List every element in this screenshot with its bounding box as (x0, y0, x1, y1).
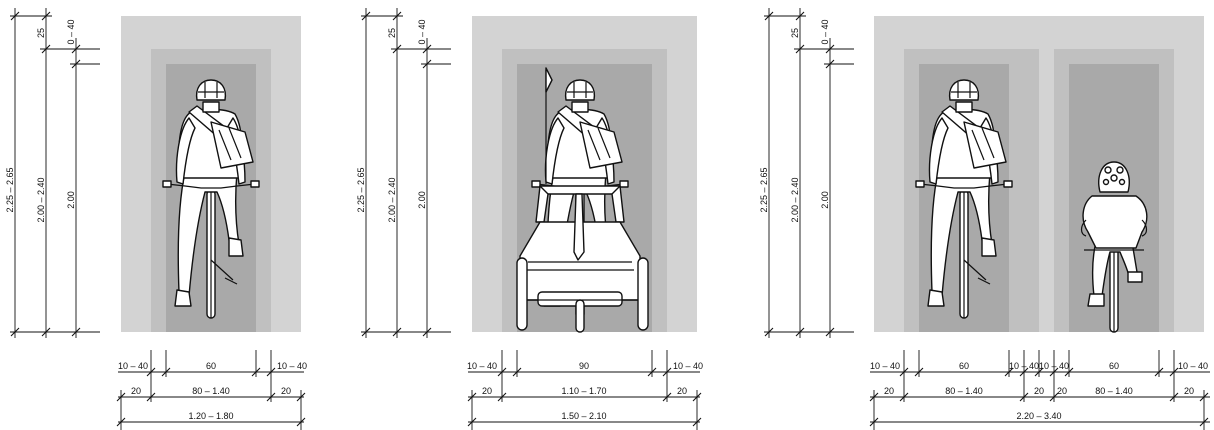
width-label: 10 – 40 (277, 361, 307, 371)
height-min-label: 2.00 (417, 191, 427, 209)
width-label: 10 – 40 (467, 361, 497, 371)
height-margin-label: 25 (387, 28, 397, 38)
clearance-areas (874, 16, 1204, 332)
height-clear-label: 2.00 – 2.40 (790, 177, 800, 222)
width-label: 20 (482, 386, 492, 396)
height-dimensions: 2.25 – 2.65 2.00 – 2.40 2.00 25 0 – 40 (5, 8, 100, 338)
height-total-label: 2.25 – 2.65 (759, 167, 769, 212)
width-label: 10 – 40 (118, 361, 148, 371)
width-label: 10 – 40 (1178, 361, 1208, 371)
width-dimensions: 10 – 40 90 10 – 40 20 1.10 – 1.70 20 1.5… (467, 350, 703, 430)
width-label: 10 – 40 (673, 361, 703, 371)
width-dimensions: 10 – 40 60 10 – 40 20 80 – 1.40 20 1.20 … (116, 350, 307, 430)
width-label: 1.10 – 1.70 (561, 386, 606, 396)
width-label: 10 – 40 (1009, 361, 1039, 371)
height-margin-label: 25 (790, 28, 800, 38)
width-label: 20 (1184, 386, 1194, 396)
height-min-label: 2.00 (66, 191, 76, 209)
height-dimensions: 2.25 – 2.65 2.00 – 2.40 2.00 25 0 – 40 (356, 8, 451, 338)
width-label: 10 – 40 (1039, 361, 1069, 371)
width-label: 80 – 1.40 (945, 386, 983, 396)
height-total-label: 2.25 – 2.65 (356, 167, 366, 212)
cargo-trailer (516, 67, 649, 333)
width-dimensions: 10 – 40 60 10 – 40 10 – 40 60 10 – 40 20… (869, 350, 1210, 430)
height-min-label: 2.00 (820, 191, 830, 209)
panel-cyclist-with-child: 2.25 – 2.65 2.00 – 2.40 2.00 25 0 – 40 (759, 8, 1210, 430)
width-label: 80 – 1.40 (192, 386, 230, 396)
width-label: 20 (677, 386, 687, 396)
height-tolerance-label: 0 – 40 (417, 19, 427, 44)
width-total-label: 1.50 – 2.10 (561, 411, 606, 421)
height-margin-label: 25 (36, 28, 46, 38)
height-tolerance-label: 0 – 40 (66, 19, 76, 44)
panel-single-cyclist: 2.25 – 2.65 2.00 – 2.40 2.00 25 0 – 40 1… (5, 8, 307, 430)
width-total-label: 2.20 – 3.40 (1016, 411, 1061, 421)
height-tolerance-label: 0 – 40 (820, 19, 830, 44)
height-clear-label: 2.00 – 2.40 (36, 177, 46, 222)
height-total-label: 2.25 – 2.65 (5, 167, 15, 212)
width-label: 20 (884, 386, 894, 396)
panel-cargo-bike: 2.25 – 2.65 2.00 – 2.40 2.00 25 0 – 40 1… (356, 8, 703, 430)
width-label: 20 (1034, 386, 1044, 396)
width-label: 60 (959, 361, 969, 371)
width-total-label: 1.20 – 1.80 (188, 411, 233, 421)
width-label: 90 (579, 361, 589, 371)
width-label: 60 (1109, 361, 1119, 371)
width-label: 20 (281, 386, 291, 396)
width-label: 20 (1057, 386, 1067, 396)
width-label: 10 – 40 (870, 361, 900, 371)
height-clear-label: 2.00 – 2.40 (387, 177, 397, 222)
width-label: 20 (131, 386, 141, 396)
width-label: 60 (206, 361, 216, 371)
width-label: 80 – 1.40 (1095, 386, 1133, 396)
height-dimensions: 2.25 – 2.65 2.00 – 2.40 2.00 25 0 – 40 (759, 8, 854, 338)
